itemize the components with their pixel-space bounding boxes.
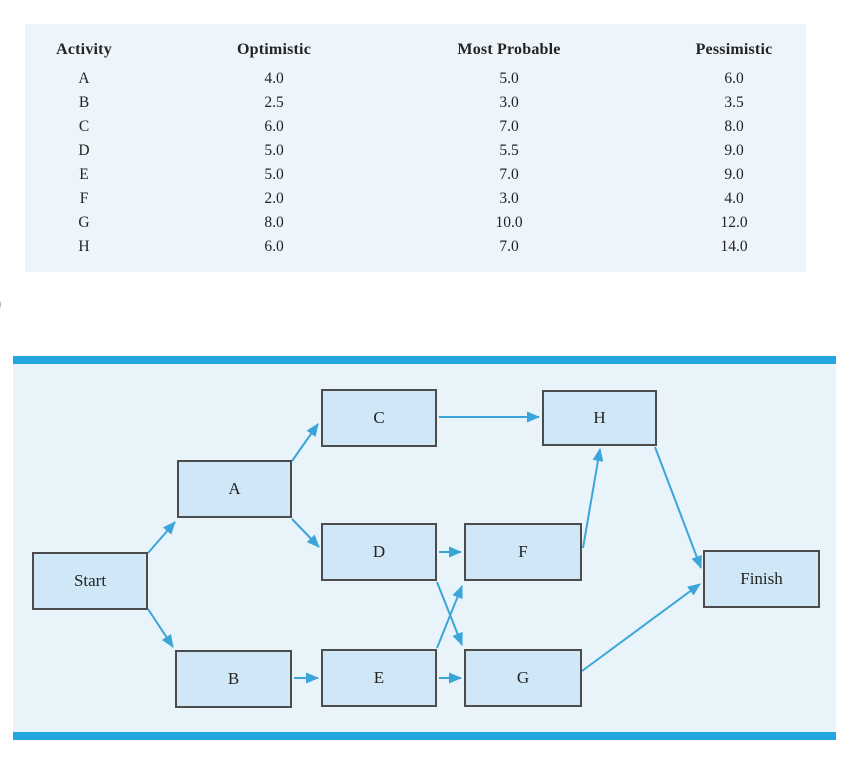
- table-cell: D: [78, 142, 90, 159]
- table-cell: 9.0: [724, 142, 744, 159]
- node-label: H: [593, 408, 606, 427]
- node-D: D: [321, 523, 437, 581]
- table-cell: 7.0: [499, 118, 519, 135]
- table-cell: 9.0: [724, 166, 744, 183]
- edge-A-D: [291, 518, 320, 548]
- table-cell: 8.0: [724, 118, 744, 135]
- node-finish: Finish: [703, 550, 820, 608]
- table-cell: 3.0: [499, 190, 519, 207]
- table-cell: 6.0: [724, 70, 744, 87]
- node-E: E: [321, 649, 437, 707]
- top-border-bar: [13, 356, 836, 364]
- table-cell: 10.0: [495, 214, 523, 231]
- table-cell: B: [78, 94, 90, 111]
- edge-H-finish: [654, 446, 702, 569]
- table-cell: 5.5: [499, 142, 519, 159]
- node-label: D: [372, 542, 386, 561]
- table-cell: 2.0: [264, 190, 284, 207]
- edge-start-B: [147, 608, 174, 648]
- table-cell: 12.0: [720, 214, 748, 231]
- table-cell: 4.0: [724, 190, 744, 207]
- table-cell: 3.0: [499, 94, 519, 111]
- table-cell: 5.0: [264, 142, 284, 159]
- node-H: H: [542, 390, 657, 446]
- edge-layer: [147, 411, 702, 684]
- node-label: Finish: [740, 569, 783, 588]
- table-column: Pessimistic 6.0 3.5 8.0 9.0 9.0 4.0 12.0 14.0: [644, 24, 824, 259]
- table-cell: 2.5: [264, 94, 284, 111]
- table-cell: H: [78, 238, 90, 255]
- edge-F-H: [582, 448, 604, 549]
- table-cell: 3.5: [724, 94, 744, 111]
- edge-G-finish: [581, 583, 701, 672]
- node-label: Start: [73, 571, 107, 590]
- column-header: Most Probable: [457, 41, 561, 58]
- edge-start-A: [147, 521, 176, 554]
- node-A: A: [177, 460, 292, 518]
- edge-D-G: [436, 581, 463, 646]
- table-cell: 5.0: [499, 70, 519, 87]
- node-label: C: [373, 408, 385, 427]
- column-cells: 5.0 3.0 7.0 5.5 7.0 3.0 10.0 7.0: [419, 67, 599, 259]
- network-diagram: Start A B C D E F G H Finish: [13, 356, 836, 740]
- column-header: Optimistic: [237, 41, 311, 58]
- node-label: B: [227, 669, 240, 688]
- node-B: B: [175, 650, 292, 708]
- node-label: E: [373, 668, 385, 687]
- node-F: F: [464, 523, 582, 581]
- column-header: Pessimistic: [695, 41, 773, 58]
- table-cell: 6.0: [264, 238, 284, 255]
- node-G: G: [464, 649, 582, 707]
- column-cells: 4.0 2.5 6.0 5.0 5.0 2.0 8.0 6.0: [184, 67, 364, 259]
- node-label: A: [228, 479, 241, 498]
- column-cells: 6.0 3.5 8.0 9.0 9.0 4.0 12.0 14.0: [644, 67, 824, 259]
- node-start: Start: [32, 552, 148, 610]
- table-cell: 4.0: [264, 70, 284, 87]
- edge-A-C: [291, 423, 319, 462]
- table-cell: G: [78, 214, 90, 231]
- table-cell: E: [79, 166, 89, 183]
- bottom-border-bar: [13, 732, 836, 740]
- node-label: G: [516, 668, 530, 687]
- column-header: Activity: [56, 41, 112, 58]
- node-label: F: [518, 542, 528, 561]
- table-column: Most Probable 5.0 3.0 7.0 5.5 7.0 3.0 10.0 7.0: [419, 24, 599, 259]
- table-cell: 8.0: [264, 214, 284, 231]
- table-cell: 14.0: [720, 238, 748, 255]
- edge-E-F: [436, 585, 463, 649]
- table-cell: 5.0: [264, 166, 284, 183]
- table-cell: F: [79, 190, 89, 207]
- figure-label-fragment: ): [0, 290, 1, 316]
- table-cell: C: [78, 118, 90, 135]
- table-cell: 7.0: [499, 166, 519, 183]
- table-column: Optimistic 4.0 2.5 6.0 5.0 5.0 2.0 8.0 6.0: [184, 24, 364, 259]
- table-cell: 6.0: [264, 118, 284, 135]
- table-cell: A: [78, 70, 90, 87]
- table-cell: 7.0: [499, 238, 519, 255]
- node-C: C: [321, 389, 437, 447]
